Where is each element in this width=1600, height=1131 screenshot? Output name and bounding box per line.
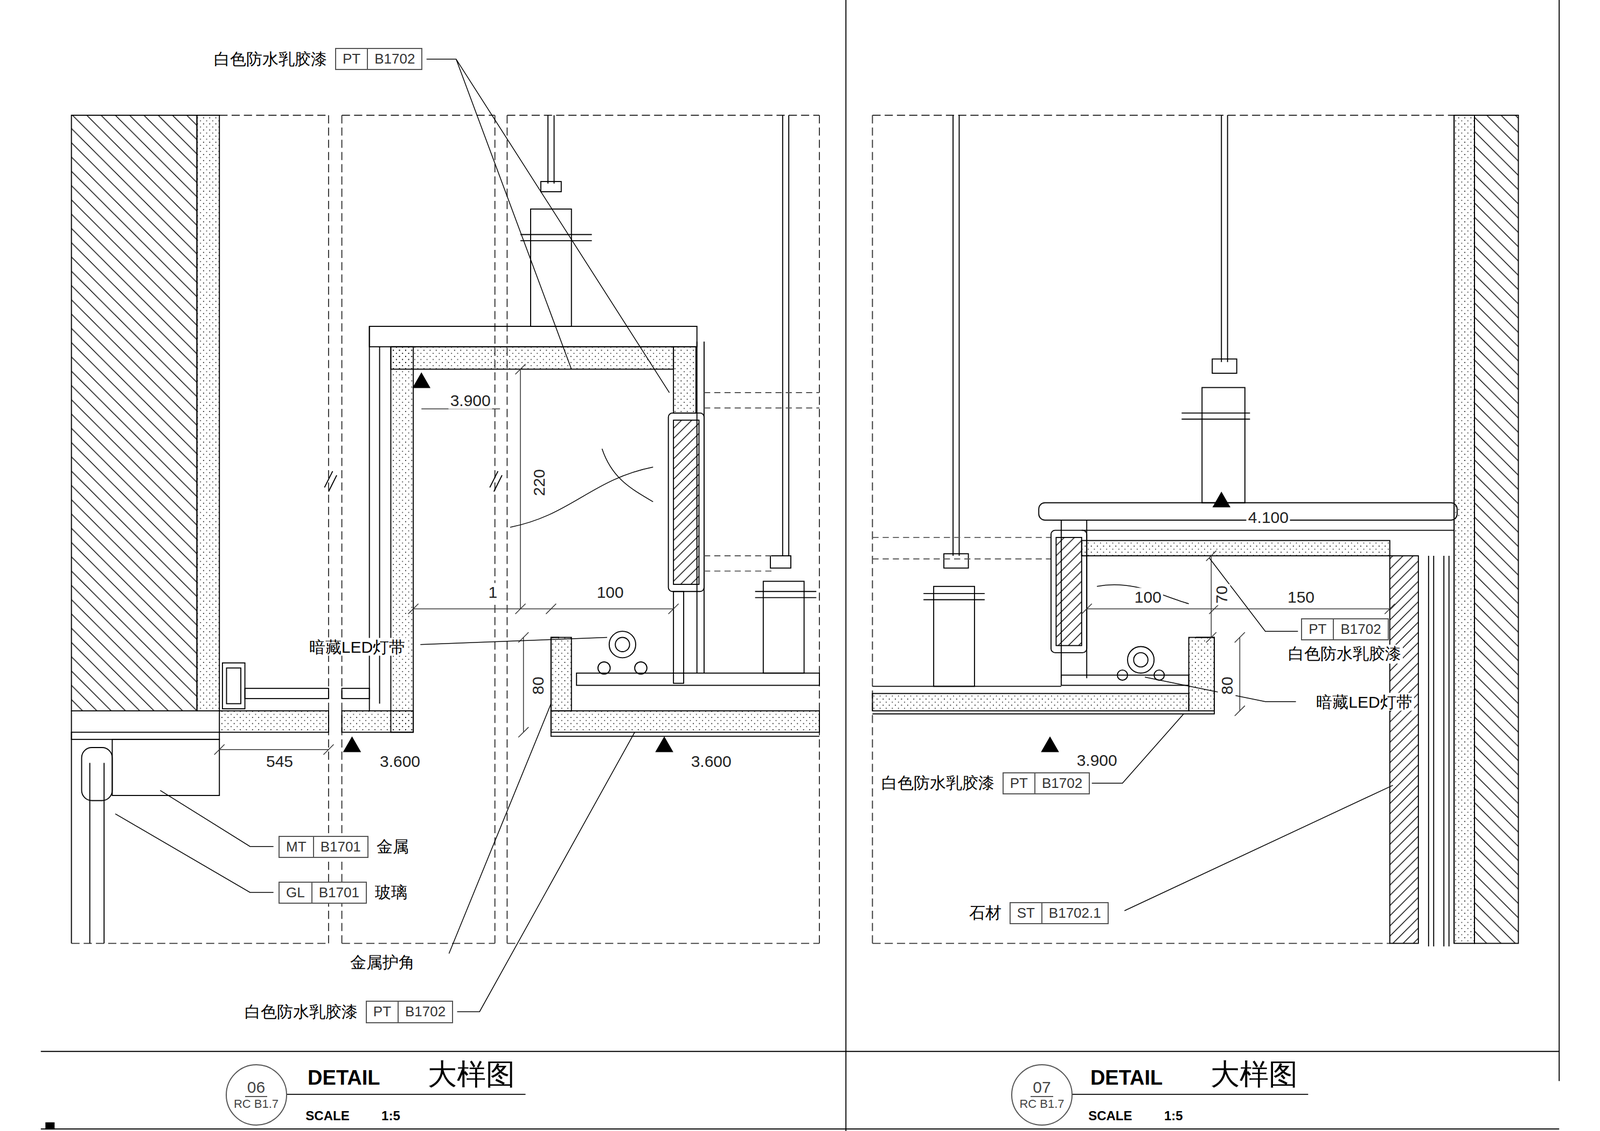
material-code: B1702 [1034, 773, 1089, 794]
scale-value: 1:5 [1162, 1109, 1185, 1124]
annotation: 暗藏LED灯带 [1314, 693, 1414, 712]
dimension: 80 [1217, 675, 1236, 697]
dimension: 70 [1212, 584, 1231, 606]
detail-title: DETAIL [305, 1067, 382, 1090]
level-mark: 4.100 [1246, 508, 1291, 527]
material-tag: GLB1701 玻璃 [278, 881, 409, 904]
material-name: 石材 [967, 903, 1004, 923]
tag-code-box: PTB1702 [1301, 618, 1389, 641]
tag-code-box: PTB1702 [335, 47, 423, 71]
dimension: 545 [264, 752, 295, 771]
annotation: 金属护角 [348, 953, 417, 972]
scale-label: SCALE [1086, 1109, 1134, 1124]
material-code: B1701 [312, 837, 368, 858]
detail-title: DETAIL [1088, 1067, 1165, 1090]
material-name: 白色防水乳胶漆 [242, 1003, 360, 1022]
level-mark: 3.600 [378, 752, 422, 771]
material-name: 白色防水乳胶漆 [879, 774, 997, 793]
material-name: 白色防水乳胶漆 [212, 50, 329, 69]
material-tag: 白色防水乳胶漆 PTB1702 [879, 772, 1090, 795]
dimension: 100 [1132, 588, 1164, 607]
material-code: B1702.1 [1041, 903, 1108, 924]
annotation: 暗藏LED灯带 [307, 637, 407, 656]
material-code: B1702 [366, 49, 422, 69]
material-tag: 白色防水乳胶漆 PTB1702 [242, 1000, 454, 1024]
material-code: B1701 [311, 882, 366, 903]
material-code: PT [336, 49, 367, 69]
tag-code-box: PTB1702 [1002, 772, 1090, 795]
detail-number-circle: 06RC B1.7 [225, 1064, 288, 1126]
material-code: PT [1003, 773, 1035, 794]
tag-code-box: MTB1701 [278, 836, 369, 859]
dimension: 150 [1285, 588, 1317, 607]
material-code: GL [279, 882, 312, 903]
detail-number: 06 [245, 1078, 268, 1098]
material-name: 玻璃 [373, 883, 409, 903]
tag-code-box: STB1702.1 [1009, 902, 1109, 925]
material-code: PT [1302, 619, 1333, 640]
material-code: B1702 [1332, 619, 1388, 640]
detail-title: 大样图 [1208, 1058, 1300, 1091]
tag-code-box: PTB1702 [365, 1000, 454, 1024]
scale-value: 1:5 [379, 1109, 402, 1124]
sheet-reference: RC B1.7 [1018, 1097, 1066, 1112]
material-tag: 白色防水乳胶漆 PTB1702 [212, 47, 423, 71]
material-tag: MTB1701金属 [278, 836, 411, 859]
material-code: PT [366, 1002, 398, 1022]
scale-label: SCALE [303, 1109, 351, 1124]
dimension: 220 [530, 467, 548, 498]
material-tag: PTB1702 白色防水乳胶漆 [1286, 618, 1403, 664]
dimension: 100 [595, 582, 626, 601]
material-name: 金属 [374, 837, 411, 857]
detail-title: 大样图 [426, 1058, 517, 1091]
sheet-reference: RC B1.7 [232, 1097, 280, 1112]
detail-number: 07 [1030, 1078, 1053, 1098]
detail-number-circle: 07RC B1.7 [1011, 1064, 1073, 1126]
material-code: B1702 [397, 1002, 452, 1022]
tag-code-box: GLB1701 [278, 881, 367, 904]
material-tag: 石材STB1702.1 [967, 902, 1109, 925]
level-mark: 3.600 [689, 752, 734, 771]
level-mark: 3.900 [1075, 751, 1119, 770]
material-code: ST [1010, 903, 1042, 924]
dimension: 80 [529, 675, 547, 697]
material-name: 白色防水乳胶漆 [1286, 644, 1403, 664]
dimension: 1 [487, 582, 500, 601]
level-mark: 3.900 [448, 391, 493, 409]
material-code: MT [279, 837, 313, 858]
